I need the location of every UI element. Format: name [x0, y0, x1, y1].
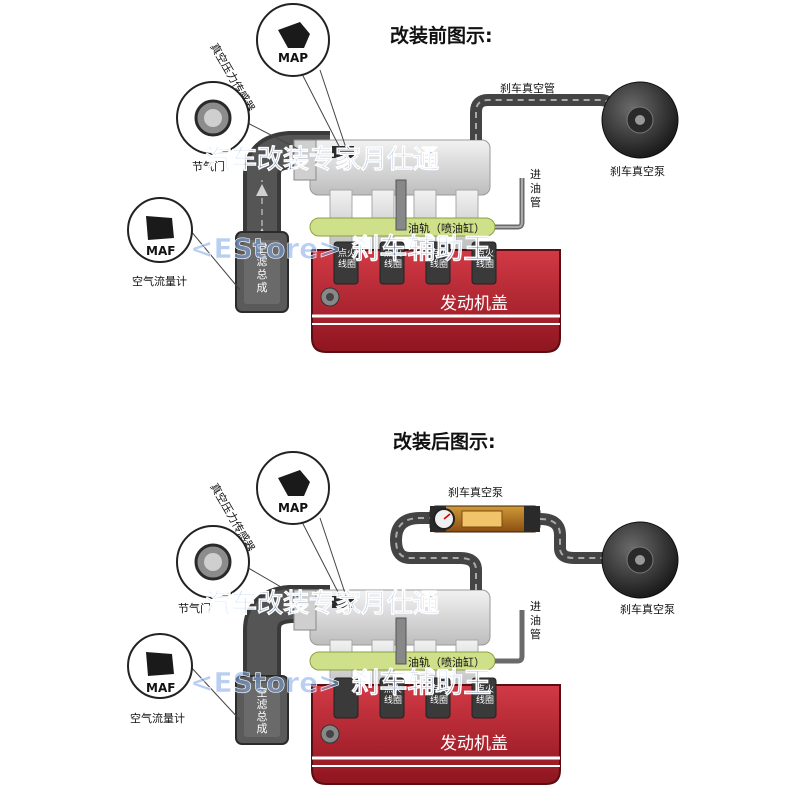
vacuum-hose-to-booster — [539, 513, 606, 564]
after-diagram: 改装后图示: 空滤总成 油轨（喷油缸） 发动机盖 — [127, 430, 679, 785]
throttle-label: 节气门 — [178, 601, 211, 615]
watermark-line1: 汽车改装专家月仕通 — [205, 588, 439, 619]
svg-text:点火: 点火 — [338, 248, 356, 259]
engine-cover: 发动机盖 — [311, 684, 561, 785]
svg-text:线圈: 线圈 — [338, 258, 356, 270]
air-filter-box: 空滤总成 — [235, 231, 289, 313]
maf-label: 空气流量计 — [132, 274, 187, 288]
maf-callout: MAF 空气流量计 — [127, 633, 241, 725]
throttle-callout: 节气门 — [176, 81, 301, 173]
throttle-callout: 节气门 — [176, 525, 301, 615]
added-pump-label: 刹车真空泵 — [448, 485, 503, 499]
throttle-label: 节气门 — [192, 159, 225, 173]
vacuum-hose-to-pump — [389, 512, 482, 590]
engine-cover: 发动机盖 — [311, 249, 561, 353]
svg-text:线圈: 线圈 — [430, 694, 448, 706]
watermark-line2: <EStore> 刹车辅助王 — [190, 232, 491, 265]
svg-text:点火: 点火 — [384, 684, 402, 695]
fuel-inlet-line: 进油管 — [495, 168, 541, 230]
brake-pump-label: 刹车真空泵 — [610, 164, 665, 178]
svg-text:点火: 点火 — [430, 248, 448, 259]
fuel-rail-label: 油轨（喷油缸） — [408, 655, 485, 669]
added-brake-vacuum-pump: 刹车真空泵 — [429, 485, 541, 533]
watermark-line2: <EStore> 刹车辅助王 — [190, 666, 491, 699]
svg-text:线圈: 线圈 — [476, 694, 494, 706]
air-filter-box: 空滤总成 — [235, 675, 289, 745]
brake-hose-label: 刹车真空管 — [500, 81, 555, 95]
fuel-inlet-line: 进油管 — [495, 600, 541, 664]
fuel-rail-label: 油轨（喷油缸） — [408, 221, 485, 235]
svg-text:点火: 点火 — [384, 248, 402, 259]
after-diagram-panel: 改装后图示: 空滤总成 油轨（喷油缸） 发动机盖 — [0, 400, 800, 800]
before-diagram-panel: 改装前图示: 空滤总成 油轨（喷油缸） 发动机盖 — [0, 0, 800, 400]
maf-text: MAF — [146, 244, 175, 258]
brake-pump-label: 刹车真空泵 — [620, 602, 675, 616]
svg-text:线圈: 线圈 — [476, 258, 494, 270]
svg-text:点火: 点火 — [430, 684, 448, 695]
maf-callout: MAF 空气流量计 — [127, 197, 241, 291]
fuel-inlet-label: 进油管 — [530, 168, 541, 209]
svg-text:线圈: 线圈 — [430, 258, 448, 270]
fuel-inlet-label: 进油管 — [530, 600, 541, 641]
svg-text:线圈: 线圈 — [384, 258, 402, 270]
svg-text:点火: 点火 — [476, 248, 494, 259]
maf-text: MAF — [146, 681, 175, 695]
engine-cover-label: 发动机盖 — [440, 294, 508, 314]
watermark-line1: 汽车改装专家月仕通 — [205, 144, 439, 175]
fuel-rail: 油轨（喷油缸） — [309, 617, 496, 671]
svg-text:点火: 点火 — [476, 684, 494, 695]
air-filter-label: 空滤总成 — [257, 241, 268, 294]
after-title: 改装后图示: — [393, 430, 496, 453]
engine-cover-label: 发动机盖 — [440, 734, 508, 754]
before-diagram: 改装前图示: 空滤总成 油轨（喷油缸） 发动机盖 — [127, 3, 679, 353]
air-intake-duct — [243, 585, 330, 710]
svg-text:线圈: 线圈 — [384, 694, 402, 706]
air-filter-label: 空滤总成 — [257, 685, 268, 735]
map-text: MAP — [278, 51, 308, 65]
maf-label: 空气流量计 — [130, 711, 185, 725]
map-text: MAP — [278, 501, 308, 515]
brake-booster: 刹车真空泵 — [601, 81, 679, 178]
brake-vacuum-hose: 刹车真空管 — [470, 81, 624, 140]
brake-booster: 刹车真空泵 — [601, 521, 679, 616]
before-title: 改装前图示: — [390, 24, 493, 47]
